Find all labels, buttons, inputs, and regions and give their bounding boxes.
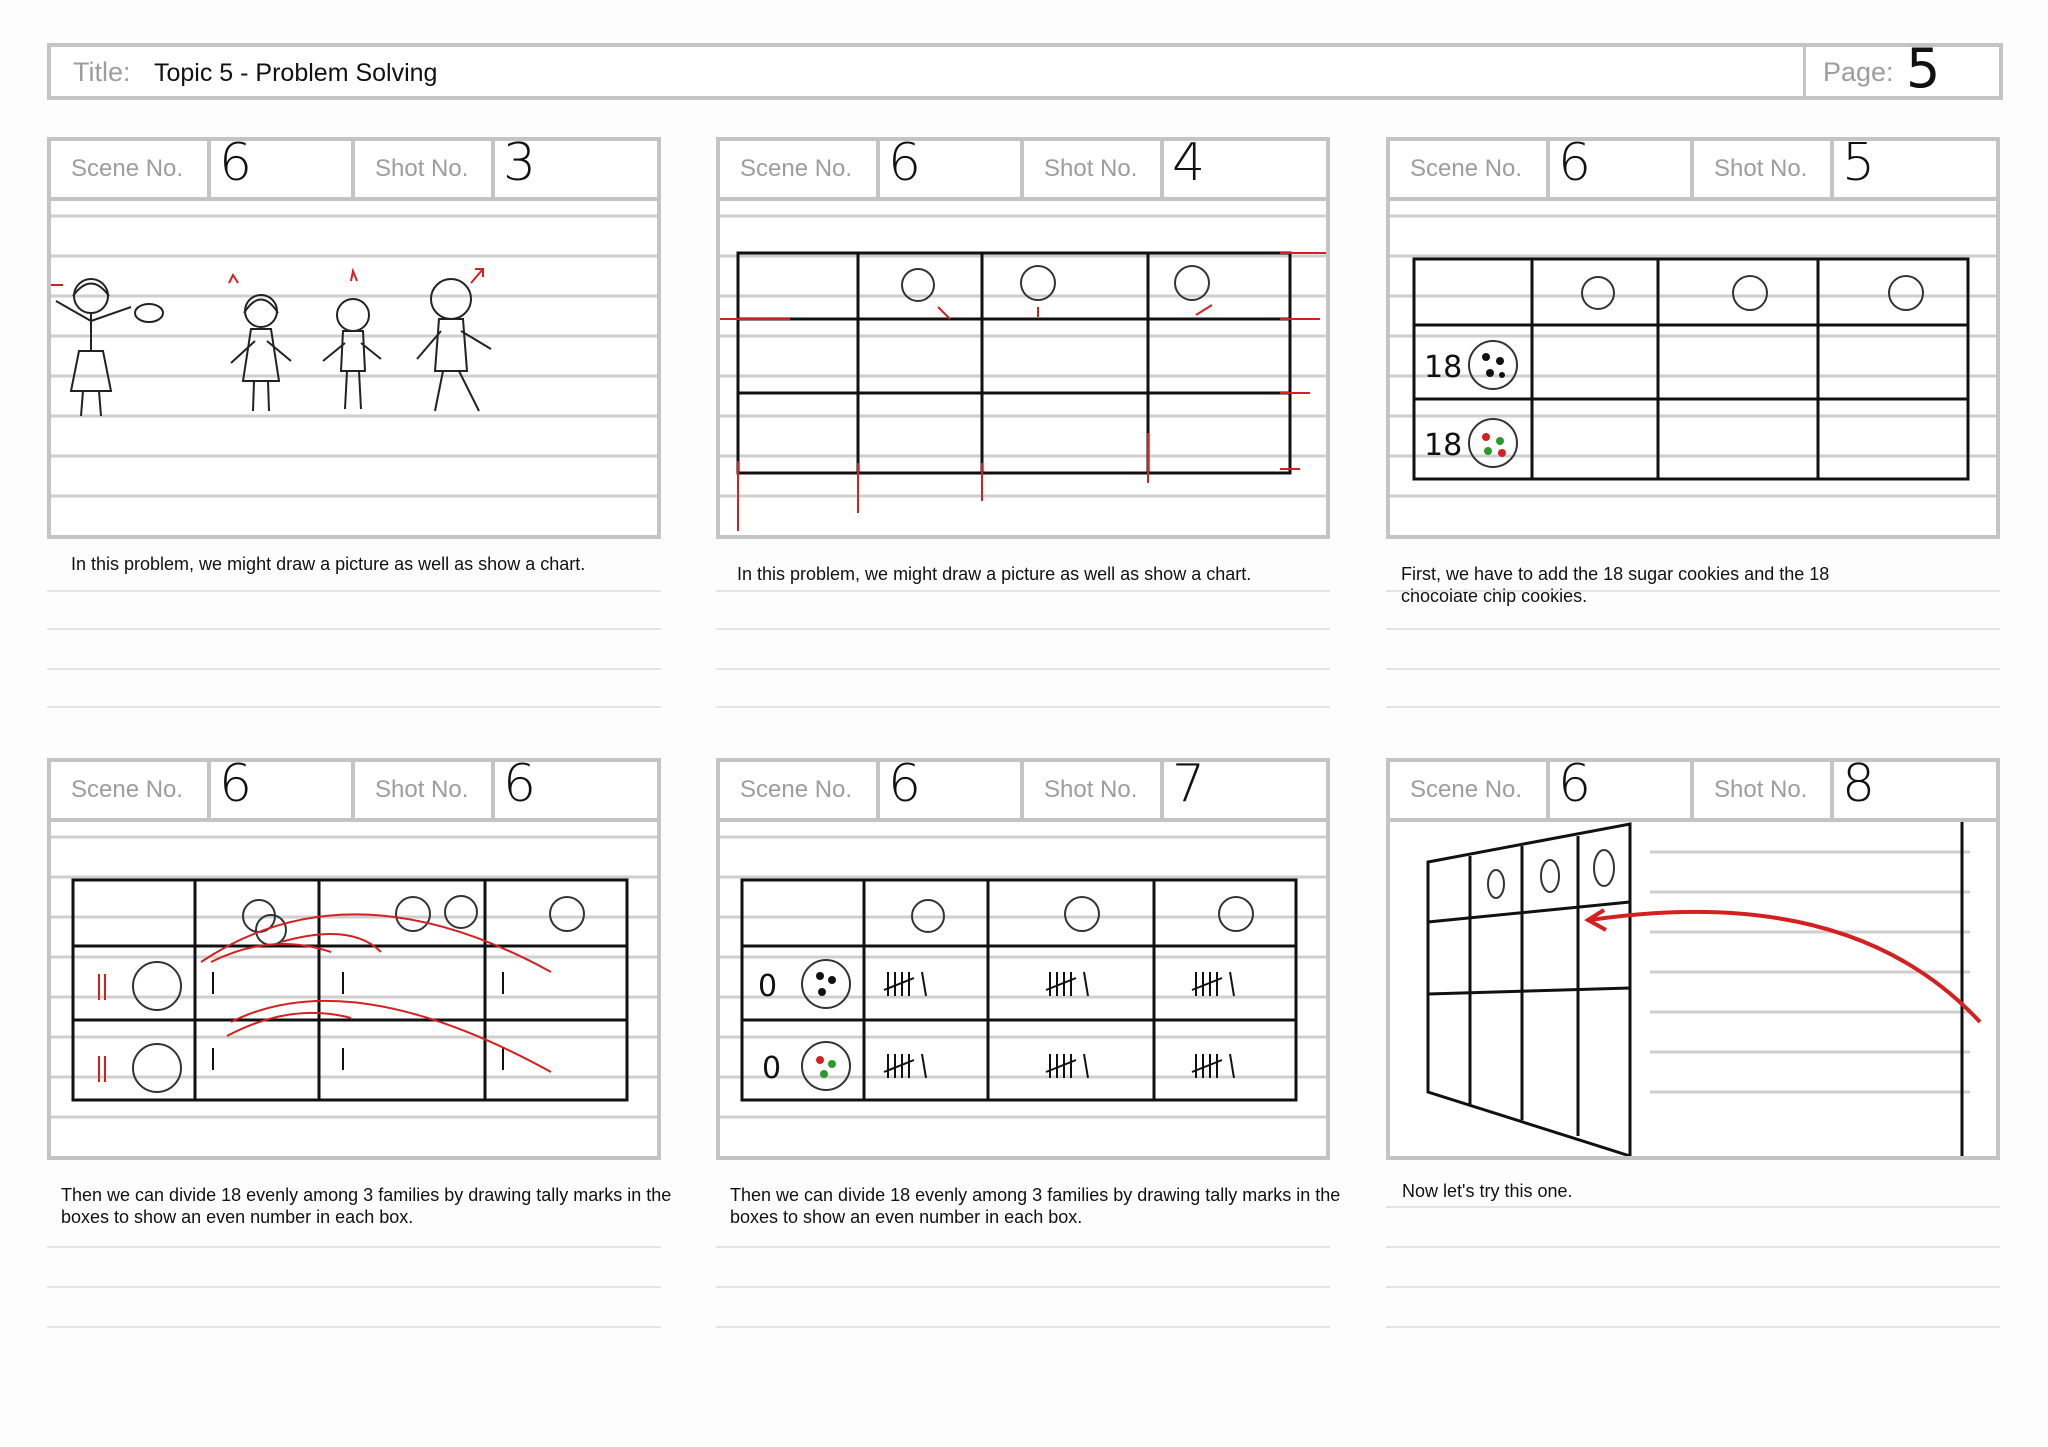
- caption-1: In this problem, we might draw a picture…: [71, 554, 586, 574]
- title-bar: Title: Topic 5 - Problem Solving Page: 5: [47, 37, 2003, 100]
- empty-chart-sketch: [720, 214, 1326, 531]
- caption-2: In this problem, we might draw a picture…: [737, 564, 1252, 584]
- scene-label: Scene No.: [1410, 155, 1523, 182]
- storyboard-panel-3: Scene No. 6 Shot No. 5 18 18: [1386, 137, 2000, 539]
- family-sketch: [51, 214, 657, 498]
- panel-header: Scene No. 6 Shot No. 7: [720, 762, 1326, 822]
- panel-header: Scene No. 6 Shot No. 8: [1390, 762, 1996, 822]
- shot-number: 6: [503, 758, 537, 814]
- scene-label: Scene No.: [71, 155, 184, 182]
- panel-header: Scene No. 6 Shot No. 4: [720, 141, 1326, 201]
- divide-cookies-sketch: [51, 835, 657, 1119]
- page-number: 5: [1906, 37, 1941, 100]
- panel-header: Scene No. 6 Shot No. 3: [51, 141, 657, 201]
- cookie-chart-sketch: 18 18: [1390, 214, 1996, 498]
- storyboard-panel-2: Scene No. 6 Shot No. 4: [716, 137, 1330, 539]
- caption-5: Then we can divide 18 evenly among 3 fam…: [730, 1185, 1341, 1227]
- sugar-cookie-marker: 0: [758, 969, 777, 1004]
- panel-header: Scene No. 6 Shot No. 6: [51, 762, 657, 822]
- shot-label: Shot No.: [375, 155, 469, 182]
- scene-number: 6: [1558, 758, 1592, 814]
- shot-label: Shot No.: [1044, 776, 1138, 803]
- chocolate-cookie-marker: 0: [762, 1051, 781, 1086]
- scene-number: 6: [1558, 137, 1592, 193]
- shot-label: Shot No.: [1714, 776, 1808, 803]
- shot-number: 4: [1172, 137, 1206, 193]
- title-label: Title:: [73, 57, 131, 87]
- shot-label: Shot No.: [1044, 155, 1138, 182]
- sugar-cookie-count: 18: [1424, 350, 1462, 385]
- panel-header: Scene No. 6 Shot No. 5: [1390, 141, 1996, 201]
- scene-number: 6: [219, 137, 253, 193]
- storyboard-panel-6: Scene No. 6 Shot No. 8: [1386, 758, 2000, 1160]
- caption-6: Now let's try this one.: [1402, 1181, 1573, 1201]
- storyboard-panel-1: Scene No. 6 Shot No. 3: [47, 137, 661, 539]
- tally-chart-sketch: 0 0: [720, 835, 1326, 1119]
- shot-number: 7: [1172, 758, 1206, 814]
- shot-label: Shot No.: [1714, 155, 1808, 182]
- caption-4: Then we can divide 18 evenly among 3 fam…: [61, 1185, 672, 1227]
- title-divider: [1803, 47, 1806, 96]
- scene-label: Scene No.: [740, 155, 853, 182]
- storyboard-panel-5: Scene No. 6 Shot No. 7 0 0: [716, 758, 1330, 1160]
- scene-number: 6: [888, 758, 922, 814]
- scene-number: 6: [888, 137, 922, 193]
- scene-label: Scene No.: [740, 776, 853, 803]
- page-title: Topic 5 - Problem Solving: [154, 59, 438, 87]
- storyboard-panel-4: Scene No. 6 Shot No. 6: [47, 758, 661, 1160]
- scene-label: Scene No.: [71, 776, 184, 803]
- scene-number: 6: [219, 758, 253, 814]
- shot-number: 8: [1842, 758, 1876, 814]
- scene-label: Scene No.: [1410, 776, 1523, 803]
- chocolate-cookie-count: 18: [1424, 428, 1462, 463]
- page-label: Page:: [1823, 57, 1894, 87]
- shot-number: 5: [1842, 137, 1876, 193]
- caption-3: First, we have to add the 18 sugar cooki…: [1401, 564, 1830, 606]
- shot-label: Shot No.: [375, 776, 469, 803]
- perspective-chart-sketch: [1426, 822, 1982, 1156]
- shot-number: 3: [503, 137, 537, 193]
